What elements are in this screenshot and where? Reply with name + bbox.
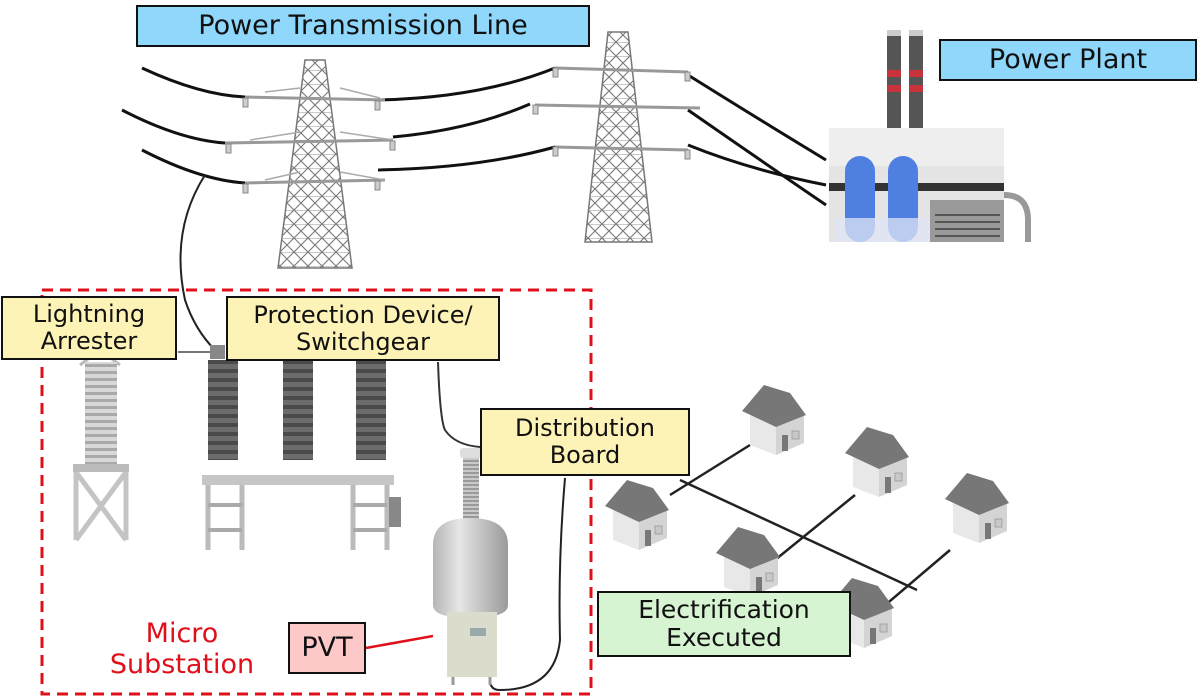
house-icon [945,473,1009,543]
transmission-line-label: Power Transmission Line [136,5,590,47]
lightning-arrester-line2: Arrester [40,327,138,355]
pvt-equipment [433,448,508,685]
switchgear-to-board-cable [437,361,481,448]
protection-device-label: Protection Device/ Switchgear [226,296,500,361]
distribution-board-label: Distribution Board [480,408,690,476]
house-icon [716,527,780,597]
transmission-cables [121,66,827,207]
houses-group [605,385,1009,648]
transmission-tower-1 [224,59,396,269]
power-plant-text: Power Plant [988,43,1148,75]
micro-substation-line2: Substation [109,649,255,681]
switchgear-equipment [202,345,401,550]
feeder-cable [179,174,216,351]
distribution-board-line1: Distribution [514,414,655,443]
transmission-tower-2 [532,31,701,243]
distribution-board-line2: Board [549,441,621,469]
micro-substation-boundary [40,288,593,696]
pvt-text: PVT [301,631,353,663]
house-icon [605,480,669,550]
board-to-pvt-cable [489,477,566,692]
pvt-connector-line [365,634,434,650]
house-icon [845,427,909,497]
electrification-executed-label: Electrification Executed [597,591,851,657]
protection-device-line1: Protection Device/ [253,300,473,329]
lightning-arrester-line1: Lightning [32,300,146,329]
transmission-line-text: Power Transmission Line [198,9,528,41]
micro-substation-line1: Micro [145,618,219,649]
micro-substation-title: Micro Substation [92,618,272,680]
house-icon [742,385,806,455]
electrification-line1: Electrification [638,595,810,624]
power-plant-label: Power Plant [939,39,1197,81]
protection-device-line2: Switchgear [296,327,430,356]
power-plant [829,30,1031,242]
pvt-label: PVT [288,622,366,674]
lightning-arrester-equipment [73,348,215,542]
lightning-arrester-label: Lightning Arrester [1,296,177,360]
electrification-line2: Executed [666,623,782,652]
